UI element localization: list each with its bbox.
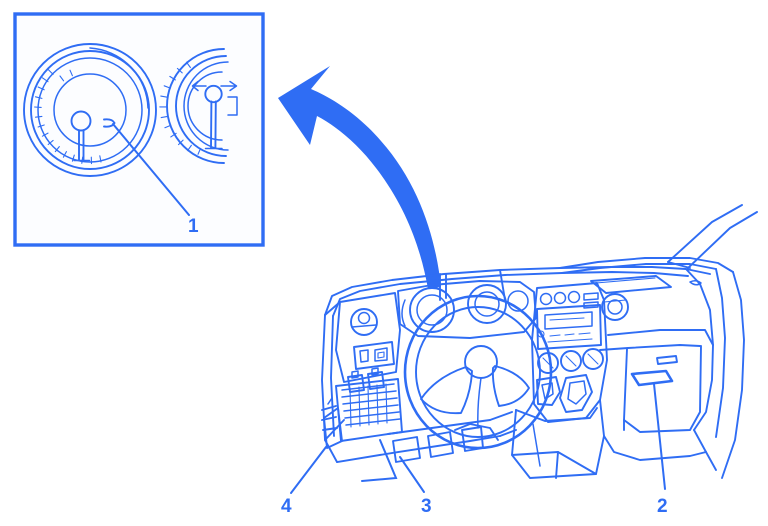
turn-signal-indicator-icon — [191, 80, 238, 92]
instrument-cluster — [397, 280, 537, 339]
steering-wheel — [403, 294, 553, 450]
callout-leaders: 4 3 2 — [281, 383, 668, 517]
callout-2-label: 2 — [657, 496, 668, 517]
tachometer-tick-marks — [159, 61, 202, 155]
headlight-switch-knob — [350, 308, 378, 336]
cluster-lamp-nub — [103, 118, 116, 128]
speedometer-needle — [70, 110, 92, 162]
left-dash-panel — [324, 292, 401, 441]
fuse-rows — [341, 383, 401, 426]
radio-display — [544, 311, 593, 330]
glove-box-door — [599, 329, 714, 433]
curved-arrow-shape — [278, 66, 441, 289]
cluster-speedometer — [409, 287, 455, 333]
callout-1-leader-line — [112, 123, 190, 216]
cluster-bracket — [227, 96, 238, 116]
tachometer-gauge — [159, 48, 238, 164]
passenger-air-vent — [601, 293, 629, 321]
inset-detail-box: 1 — [13, 12, 265, 247]
right-body-side — [715, 268, 745, 479]
steering-column — [439, 273, 447, 301]
speedometer-scale-ring — [37, 57, 143, 163]
glove-box-latch — [630, 369, 674, 387]
mirror-control-panel — [353, 341, 395, 370]
radio-head-unit — [536, 304, 602, 350]
glove-box-handle-recess — [656, 355, 678, 365]
speedometer-dial-face — [53, 73, 127, 147]
dashboard-assembly — [321, 204, 758, 479]
footwell-contour — [489, 411, 517, 437]
tachometer-needle — [204, 84, 223, 150]
dash-sensor-detail — [689, 279, 702, 286]
steering-spoke-left — [420, 366, 473, 415]
hvac-control-knobs — [537, 348, 604, 374]
steering-spoke-right — [491, 365, 530, 407]
a-pillar — [667, 204, 758, 269]
center-stack — [531, 282, 608, 423]
steering-wheel-rim-inner — [415, 306, 541, 438]
defroster-vent-grille — [590, 275, 672, 294]
callout-2-leader-line — [653, 383, 666, 490]
speedometer-tick-marks — [34, 68, 102, 165]
cluster-fuel-gauge — [507, 290, 529, 312]
callout-4-label: 4 — [281, 496, 292, 517]
fuse-relay-block — [321, 367, 403, 449]
speedometer-bezel-inner — [30, 50, 150, 170]
cluster-tachometer — [467, 284, 507, 324]
speedometer-outer-bezel — [23, 43, 157, 177]
passenger-lower-trim — [603, 429, 717, 471]
callout-1-label: 1 — [188, 216, 199, 237]
speedometer-gauge — [23, 43, 157, 177]
shifter-bezel — [536, 374, 593, 413]
pointer-arrow — [278, 66, 441, 289]
center-console — [511, 399, 605, 479]
callout-3-label: 3 — [421, 496, 432, 517]
callout-3-bent-leader-line — [361, 439, 398, 482]
fuse-columns — [349, 383, 388, 428]
switch-blanks — [336, 419, 501, 463]
callout-3-leader-line — [399, 456, 425, 493]
callout-4-leader-line — [290, 446, 327, 494]
